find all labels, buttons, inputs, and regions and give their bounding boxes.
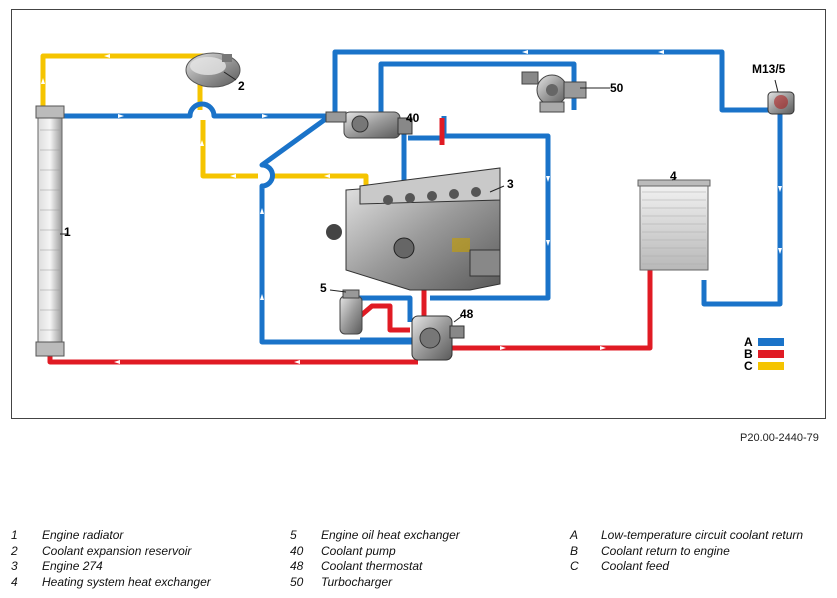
coolant-pump-m13-5-illustration — [767, 91, 795, 115]
key-swatch-b — [758, 350, 784, 358]
low-temperature-return-lines — [45, 49, 783, 345]
engine-illustration — [326, 167, 501, 291]
callout-5: 5 — [320, 281, 327, 295]
turbocharger-illustration — [521, 71, 587, 113]
callout-48: 48 — [460, 307, 474, 321]
figure-code: P20.00-2440-79 — [740, 432, 819, 444]
heating-heat-exchanger-illustration — [637, 179, 711, 271]
key-swatch-c — [758, 362, 784, 370]
key-label-a: A — [744, 335, 753, 349]
callout-40: 40 — [406, 111, 420, 125]
expansion-reservoir-illustration — [185, 52, 241, 88]
key-label-b: B — [744, 347, 753, 361]
oil-heat-exchanger-illustration — [339, 289, 363, 335]
callout-50: 50 — [610, 81, 624, 95]
key-swatch-a — [758, 338, 784, 346]
callout-3: 3 — [507, 177, 514, 191]
callout-2: 2 — [238, 79, 245, 93]
line-key: A B C — [744, 335, 784, 373]
diagram-frame — [11, 9, 826, 419]
callout-m13-5: M13/5 — [752, 62, 786, 76]
flow-arrows — [41, 50, 782, 364]
coolant-pump-illustration — [325, 111, 413, 139]
callout-4: 4 — [670, 169, 677, 183]
coolant-thermostat-illustration — [411, 315, 465, 361]
key-label-c: C — [744, 359, 753, 373]
callout-1: 1 — [64, 225, 71, 239]
callout-leaders — [60, 71, 779, 323]
engine-radiator-illustration — [35, 105, 65, 357]
